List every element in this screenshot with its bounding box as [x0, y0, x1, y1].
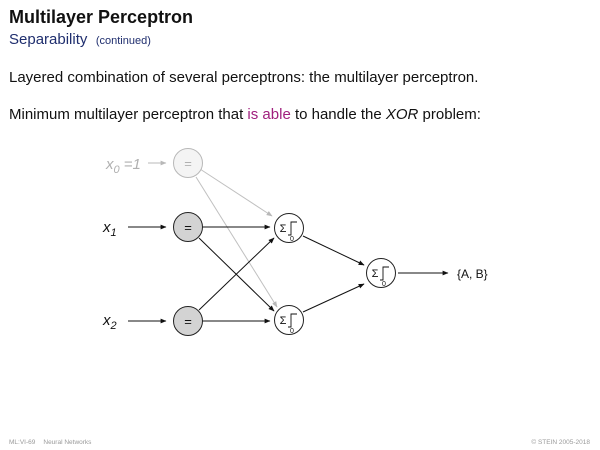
step-function-icon: [380, 266, 389, 281]
sum-icon: Σ: [372, 268, 379, 280]
highlight-is-able: is able: [247, 106, 291, 123]
hidden2-to-output-edge: [302, 283, 365, 313]
slide-title: Multilayer Perceptron: [9, 7, 194, 27]
hidden1-to-output-edge: [302, 235, 365, 266]
input-x1-label: x1: [102, 219, 117, 239]
input-node-x2: =: [173, 306, 203, 336]
xor-term: XOR: [385, 106, 419, 123]
footer-copyright: © STEIN 2005-2018: [531, 439, 590, 446]
output-label: {A, B}: [457, 267, 488, 281]
hidden-perceptron-1: Σ 0: [274, 213, 304, 243]
bias-node-symbol: =: [184, 156, 192, 171]
subtitle-note: (continued): [95, 35, 151, 47]
footer-slide-code: ML:VI-69: [9, 439, 36, 446]
bias-to-hidden2-edge: [195, 176, 278, 308]
input-node-x1: =: [173, 212, 203, 242]
input-node-x2-symbol: =: [184, 314, 192, 329]
bias-input-label: x0 =1: [105, 156, 141, 176]
xor-paragraph-end: problem:: [418, 106, 481, 123]
footer-left: ML:VI-69 Neural Networks: [9, 439, 91, 446]
threshold-label: 0: [290, 328, 294, 335]
xor-paragraph-middle: to handle the: [290, 106, 386, 123]
footer-topic: Neural Networks: [43, 439, 92, 446]
xor-paragraph-start: Minimum multilayer perceptron that: [9, 106, 248, 123]
step-function-icon: [288, 313, 297, 328]
subtitle-line: Separability (continued): [9, 31, 151, 49]
threshold-label: 0: [382, 281, 386, 288]
hidden-perceptron-2: Σ 0: [274, 305, 304, 335]
slide-subtitle: Separability: [9, 31, 88, 48]
threshold-label: 0: [290, 236, 294, 243]
step-function-icon: [288, 221, 297, 236]
x2-to-hidden1-edge: [198, 237, 275, 311]
intro-paragraph: Layered combination of several perceptro…: [9, 69, 479, 86]
sum-icon: Σ: [280, 223, 287, 235]
bias-node: =: [173, 148, 203, 178]
sum-icon: Σ: [280, 315, 287, 327]
bias-to-hidden1-edge: [199, 168, 273, 217]
input-x2-label: x2: [102, 312, 117, 332]
input-node-x1-symbol: =: [184, 220, 192, 235]
xor-paragraph: Minimum multilayer perceptron that is ab…: [9, 106, 481, 123]
output-perceptron: Σ 0: [366, 258, 396, 288]
